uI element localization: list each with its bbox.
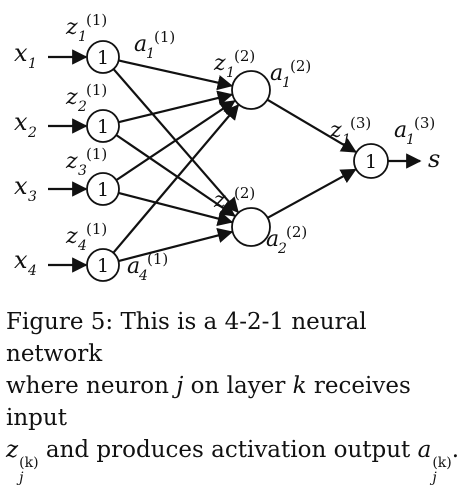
caption-z: z [6,437,19,463]
output-s: s [428,145,440,173]
caption-z-sub: j [19,470,24,486]
a-l3-1-sup: (3) [414,114,435,132]
input-x3-letter: x [14,172,28,200]
a-l2-2-sup: (2) [286,223,307,241]
a-l1-4-sub: 4 [138,268,148,284]
z-l2-1-sup: (2) [234,47,255,65]
z-l1-4-sup: (1) [86,220,107,238]
neuron-l2-2 [231,207,271,247]
z-l3-1-letter: z [329,118,342,143]
caption-a-scripts: (k)j [432,456,451,486]
z-l1-2-sub: 2 [77,99,87,115]
a-l2-2-sub: 2 [277,241,287,257]
caption-layer-k: k [292,373,307,399]
z-l3-1-sup: (3) [350,114,371,132]
input-x1-letter: x [14,39,28,67]
caption-line-1: Figure 5: This is a 4-2-1 neural network [6,309,367,367]
edge-l1n3-l2n1 [115,100,236,182]
caption-a-sub: j [432,470,437,486]
input-x3-sub: 3 [28,189,37,205]
z-l1-1-letter: z [65,15,78,40]
neuron-l1-2-text: 1 [97,116,109,138]
edge-l1n3-l2n2 [118,191,234,227]
caption-line-2-pre: where neuron [6,373,177,399]
edge-l1n2-l2n2 [115,134,236,217]
input-x2-sub: 2 [27,125,37,141]
a-l1-1-sup: (1) [154,28,175,46]
z-l1-3-letter: z [65,149,78,174]
z-l1-4-letter: z [65,224,78,249]
edge-l1n2-l2n1 [118,90,234,124]
z-l1-1-sub: 1 [78,29,87,45]
z-l1-3-sub: 3 [78,163,87,179]
neuron-l3-1 [353,143,389,179]
z-l1-1-sup: (1) [86,11,107,29]
caption-a: a [417,437,432,463]
z-l3-1-sub: 1 [342,132,351,148]
input-x4-sub: 4 [27,263,37,279]
a-l1-4-letter: a [127,254,140,279]
neuron-l1-2 [86,109,120,143]
caption-neuron-j: j [176,373,184,399]
caption-line-2-mid: on layer [183,373,293,399]
a-l3-1-letter: a [394,118,407,143]
a-l1-4-sup: (1) [147,250,168,268]
z-l2-2-sup: (2) [234,184,255,202]
a-l1-1-letter: a [134,32,147,57]
z-l2-1-letter: z [213,51,226,76]
z-l1-4-sub: 4 [77,238,87,254]
input-x2-letter: x [14,108,28,136]
z-l2-2-letter: z [213,188,226,213]
edge-l1n4-l2n2 [118,227,234,263]
neuron-l2-1 [231,70,271,110]
a-l2-2-letter: a [266,227,279,252]
edge-l2n1-l3n1 [266,98,357,153]
edge-l1n4-l2n1 [112,104,240,254]
input-x1-sub: 1 [28,56,37,72]
z-l1-2-letter: z [65,85,78,110]
caption-z-scripts: (k)j [19,456,38,486]
caption-z-sup: (k) [19,455,39,471]
a-l2-1-sup: (2) [290,57,311,75]
input-x4-letter: x [14,246,28,274]
z-l1-3-sup: (1) [86,145,107,163]
neuron-l1-1 [86,40,120,74]
edge-l1n1-l2n1 [118,59,233,91]
neuron-l1-3-text: 1 [97,179,109,201]
neuron-l1-4-text: 1 [97,255,109,277]
edge-l2n2-l3n1 [267,168,357,219]
z-l2-2-sub: 2 [225,202,235,218]
neuron-l1-4 [86,248,120,282]
caption-a-sup: (k) [432,455,452,471]
a-l2-1-letter: a [270,61,283,86]
z-l2-1-sub: 1 [226,65,235,81]
caption-line-3-end: . [451,437,460,463]
neuron-l1-3 [86,172,120,206]
neuron-l1-1-text: 1 [97,47,109,69]
caption-line-3-mid: and produces activation output [38,437,418,463]
figure-caption: Figure 5: This is a 4-2-1 neural network… [6,306,464,486]
a-l3-1-sub: 1 [406,132,415,148]
neuron-l3-1-text: 1 [365,151,377,173]
a-l1-1-sub: 1 [146,46,155,62]
a-l2-1-sub: 1 [282,75,291,91]
z-l1-2-sup: (1) [86,81,107,99]
